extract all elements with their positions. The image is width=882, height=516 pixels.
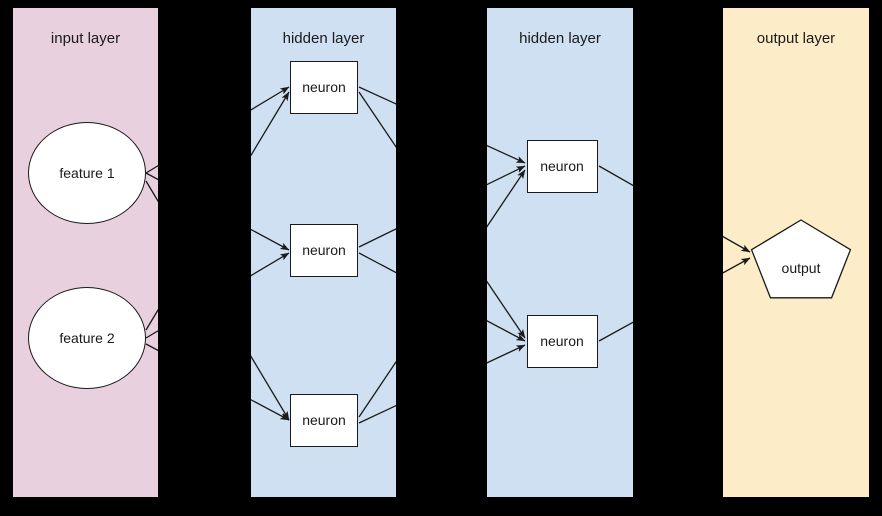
layer-title-input: input layer xyxy=(50,30,121,47)
layer-title-hidden-1: hidden layer xyxy=(282,30,365,47)
node-feature-2[interactable]: feature 2 xyxy=(28,287,146,389)
pentagon-shape xyxy=(750,219,852,299)
node-h1-neuron-1[interactable]: neuron xyxy=(290,60,358,114)
node-label-h2-neuron-1: neuron xyxy=(540,158,584,174)
layer-title-output: output layer xyxy=(756,30,836,47)
node-output-node[interactable]: output xyxy=(749,219,853,306)
node-label-feature-1: feature 1 xyxy=(59,165,115,181)
node-feature-1[interactable]: feature 1 xyxy=(28,122,146,224)
node-label-feature-2: feature 2 xyxy=(59,330,115,346)
node-label-output-node: output xyxy=(781,260,821,276)
gap-input-hidden1 xyxy=(158,0,251,516)
node-h2-neuron-2[interactable]: neuron xyxy=(526,314,598,368)
layer-title-hidden-2: hidden layer xyxy=(519,30,601,47)
node-h1-neuron-2[interactable]: neuron xyxy=(290,223,358,277)
node-label-h2-neuron-2: neuron xyxy=(540,333,584,349)
node-h2-neuron-1[interactable]: neuron xyxy=(526,139,598,193)
gap-hidden2-output xyxy=(633,0,723,516)
node-h1-neuron-3[interactable]: neuron xyxy=(290,393,358,447)
node-label-h1-neuron-1: neuron xyxy=(302,79,346,95)
layer-panel-input xyxy=(13,8,158,497)
layer-panel-hidden-2 xyxy=(487,8,633,497)
node-label-h1-neuron-2: neuron xyxy=(302,242,346,258)
node-label-h1-neuron-3: neuron xyxy=(302,412,346,428)
gap-hidden1-hidden2 xyxy=(396,0,487,516)
